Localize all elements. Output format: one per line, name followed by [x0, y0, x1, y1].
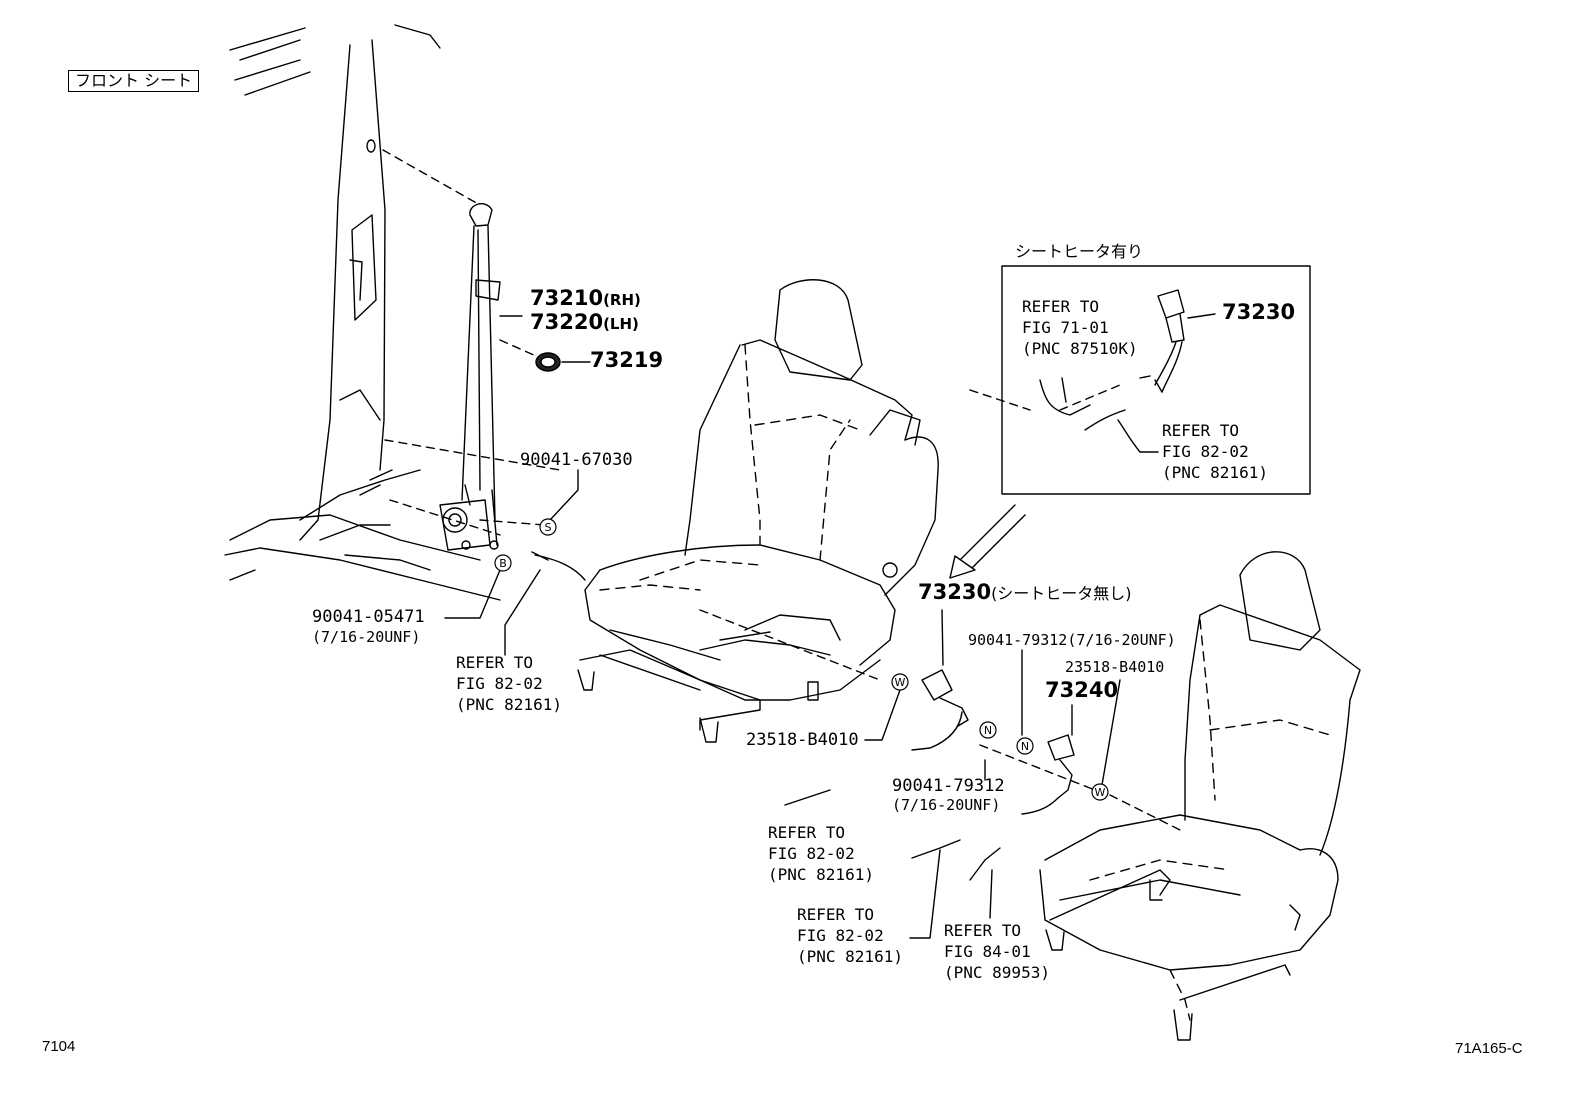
marker-n2: N — [1016, 737, 1034, 755]
part-90041-05471-spec: (7/16-20UNF) — [312, 628, 421, 646]
rear-seat — [1039, 551, 1361, 971]
part-73219: 73219 — [590, 348, 664, 372]
part-90041-79312-a: 90041-79312 — [892, 776, 1005, 796]
front-seat — [584, 279, 939, 701]
belt-cover — [535, 352, 561, 372]
markers: S B W N N W — [494, 518, 1109, 801]
marker-n1-text: N — [984, 724, 992, 737]
heater-buckle — [1139, 289, 1185, 393]
marker-n2-text: N — [1021, 740, 1029, 753]
ref-heater-b: REFER TO FIG 82-02 (PNC 82161) — [1162, 421, 1268, 482]
front-seat-dashed — [599, 344, 861, 591]
rear-seat-rails — [1045, 869, 1291, 1041]
section-label: フロント シート — [68, 70, 200, 92]
marker-n1: N — [979, 721, 997, 739]
marker-b: B — [494, 554, 512, 572]
figure-code: 71A165-C — [1455, 1040, 1523, 1057]
front-seat-rails — [577, 649, 761, 743]
heater-option-box — [1001, 265, 1311, 495]
part-23518-b4010-b: 23518-B4010 — [1065, 658, 1165, 676]
part-73210-side: (RH) — [603, 291, 641, 309]
part-73230-noheater-note: (シートヒータ無し) — [991, 584, 1132, 603]
callout-lines — [444, 315, 1121, 939]
marker-w2: W — [1091, 783, 1109, 801]
rear-seat-dashed — [1089, 619, 1331, 1021]
ref-belt-wiring: REFER TO FIG 82-02 (PNC 82161) — [456, 653, 562, 714]
marker-w1-text: W — [895, 676, 906, 689]
part-73220: 73220(LH) — [530, 312, 639, 334]
part-73210-number: 73210 — [530, 286, 604, 310]
part-90041-05471: 90041-05471 — [312, 607, 425, 627]
part-73210: 73210(RH) — [530, 288, 641, 310]
part-73220-side: (LH) — [603, 315, 639, 333]
ref-bottom: REFER TO FIG 84-01 (PNC 89953) — [944, 921, 1050, 982]
direction-arrow — [949, 504, 1026, 579]
marker-w2-text: W — [1095, 786, 1106, 799]
part-90041-79312-b: 90041-79312(7/16-20UNF) — [968, 631, 1176, 649]
marker-w1: W — [891, 673, 909, 691]
ref-center-1: REFER TO FIG 82-02 (PNC 82161) — [768, 823, 874, 884]
center-buckle — [911, 669, 969, 751]
part-73230-noheater: 73230(シートヒータ無し) — [918, 582, 1132, 604]
part-73220-number: 73220 — [530, 310, 604, 334]
b-pillar — [224, 24, 501, 601]
part-73240: 73240 — [1045, 678, 1119, 702]
heater-box-title: シートヒータ有り — [1015, 242, 1144, 261]
ref-center-2: REFER TO FIG 82-02 (PNC 82161) — [797, 905, 903, 966]
part-90041-67030: 90041-67030 — [520, 450, 633, 470]
part-90041-79312-a-spec: (7/16-20UNF) — [892, 796, 1001, 814]
seat-belt-retractor — [439, 202, 501, 551]
marker-b-text: B — [499, 557, 507, 570]
marker-s-text: S — [545, 521, 552, 534]
page-number: 7104 — [42, 1038, 76, 1055]
marker-s: S — [539, 518, 557, 536]
part-23518-b4010-a: 23518-B4010 — [746, 730, 859, 750]
part-73230-noheater-number: 73230 — [918, 580, 992, 604]
ref-heater-a: REFER TO FIG 71-01 (PNC 87510K) — [1022, 297, 1138, 358]
leader-lines — [382, 149, 1181, 831]
belt-cable — [534, 554, 586, 581]
part-73230-heater: 73230 — [1222, 300, 1296, 324]
rear-buckle — [1021, 734, 1075, 815]
